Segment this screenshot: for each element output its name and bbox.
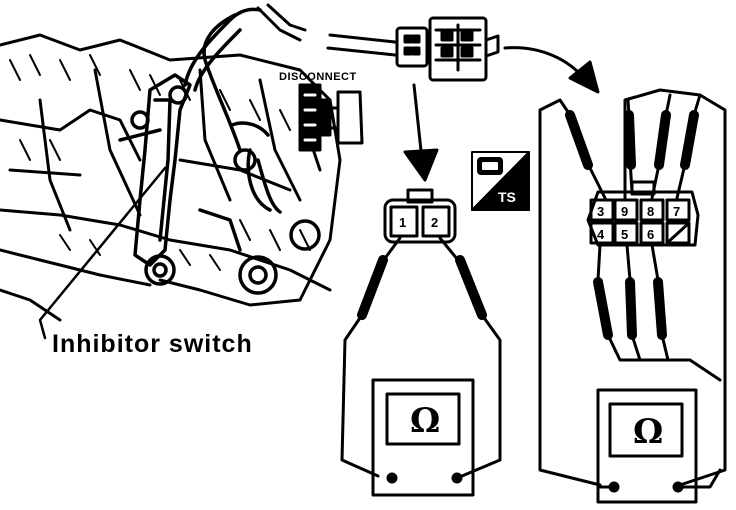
inhibitor-switch-leader	[38, 166, 167, 340]
arrow-curved-icon	[503, 46, 600, 94]
ts-badge-text: TS	[498, 189, 516, 205]
pin-label-9: 9	[621, 204, 628, 219]
harness-connector-male	[395, 26, 429, 68]
inhibitor-switch-body	[118, 73, 321, 295]
pin-label-8: 8	[647, 204, 654, 219]
ohm-symbol-right: Ω	[633, 412, 663, 452]
pin-label-6: 6	[647, 227, 654, 242]
arrow-down-icon	[403, 83, 439, 182]
ts-badge-icon	[471, 151, 530, 211]
pin-label-5: 5	[621, 227, 628, 242]
ohmmeter-right	[596, 388, 722, 504]
inhibitor-switch-label: Inhibitor switch	[52, 330, 253, 358]
disconnect-label: DISCONNECT	[279, 71, 357, 83]
pin-label-3: 3	[597, 204, 604, 219]
disconnect-icon	[298, 83, 364, 152]
ohmmeter-left	[371, 378, 475, 497]
harness-connector-female	[428, 16, 500, 82]
connector-2pin	[383, 188, 457, 244]
pin-label-1: 1	[399, 215, 406, 230]
top-harness	[256, 3, 397, 57]
probe-lead-left	[340, 236, 402, 478]
probe-leads-upper	[538, 88, 727, 487]
connector-7pin	[586, 180, 700, 247]
probe-leads-lower	[593, 243, 722, 382]
pin-label-2: 2	[431, 215, 438, 230]
housing-hatching	[9, 54, 311, 271]
pin-label-7: 7	[673, 204, 680, 219]
pin-label-4: 4	[597, 227, 605, 242]
switch-harness	[183, 7, 282, 214]
probe-lead-right	[438, 236, 502, 478]
ohm-symbol-left: Ω	[410, 401, 440, 441]
